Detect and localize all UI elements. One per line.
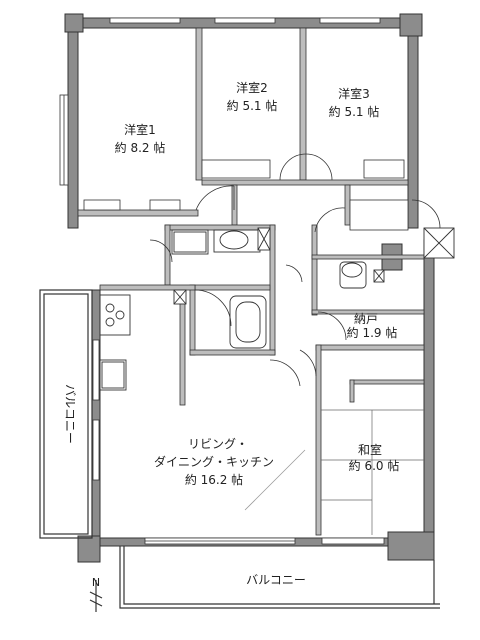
compass-icon [89, 580, 103, 612]
left-balcony-label: バルコニー [63, 384, 77, 444]
western1-area: 約 8.2 帖 [115, 140, 166, 155]
japanese-name: 和室 [358, 442, 382, 457]
left-balcony [39, 289, 93, 539]
windows [59, 17, 385, 545]
ldk-diagonal [244, 449, 306, 511]
shafts [173, 227, 455, 305]
western3-area: 約 5.1 帖 [329, 104, 380, 119]
storage-name: 納戸 [354, 312, 378, 326]
fixtures [99, 229, 367, 391]
western2-area: 約 5.1 帖 [227, 98, 278, 113]
bottom-balcony [119, 546, 440, 609]
ldk-name-line2: ダイニング・キッチン [154, 454, 274, 469]
tatami-lines [321, 409, 424, 535]
western2-name: 洋室2 [236, 80, 268, 95]
western3-name: 洋室3 [338, 86, 370, 101]
closets [83, 159, 409, 231]
ldk-name-line1: リビング・ [188, 437, 248, 451]
compass-label: N [92, 576, 100, 589]
door-swings [149, 153, 441, 387]
western1-name: 洋室1 [124, 122, 156, 137]
ldk-area: 約 16.2 帖 [185, 472, 243, 487]
japanese-area: 約 6.0 帖 [349, 458, 400, 473]
bottom-balcony-label: バルコニー [246, 573, 306, 587]
storage-area: 約 1.9 帖 [347, 325, 398, 340]
